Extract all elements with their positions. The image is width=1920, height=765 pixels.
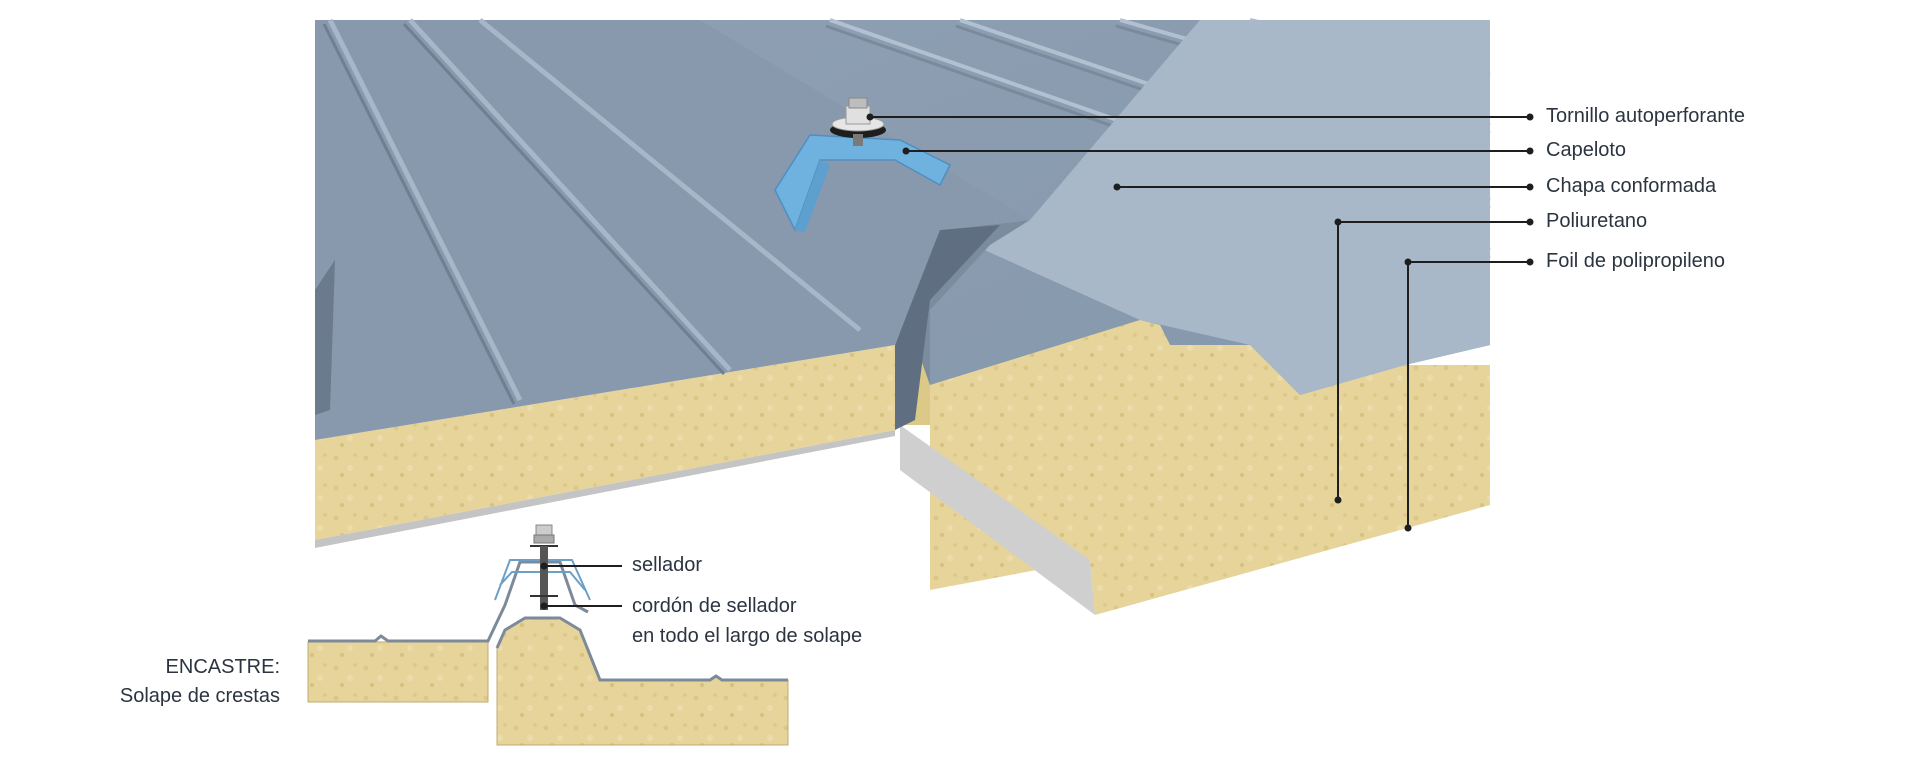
left-panel-liner <box>315 430 895 548</box>
callout-label-screw: Tornillo autoperforante <box>1546 105 1746 127</box>
right-panel-crest <box>940 20 1490 395</box>
detail-bead-label-line1: cordón de sellador <box>632 595 797 617</box>
detail-bead-label-line2: en todo el largo de solape <box>632 625 863 647</box>
detail-title-line1: ENCASTRE: <box>165 656 280 678</box>
callout-label-pu: Poliuretano <box>1546 210 1648 232</box>
left-panel-foam-face <box>315 345 895 540</box>
callout-label-foil: Foil de polipropileno <box>1546 250 1726 272</box>
callout-dots <box>866 113 1534 532</box>
cap-washer <box>774 134 952 232</box>
right-panel-liner <box>900 425 1095 615</box>
callout-label-sheet: Chapa conformada <box>1546 175 1717 197</box>
detail-screw <box>530 524 558 610</box>
cap-body <box>774 134 952 232</box>
detail-sealer-label: sellador <box>632 554 703 576</box>
callout-label-cap: Capeloto <box>1546 139 1627 161</box>
detail-title-line2: Solape de crestas <box>119 685 280 707</box>
self-drilling-screw <box>830 97 886 146</box>
right-panel-foam-face <box>930 320 1490 615</box>
overlap-detail <box>307 524 789 746</box>
detail-left-foam <box>307 641 489 703</box>
